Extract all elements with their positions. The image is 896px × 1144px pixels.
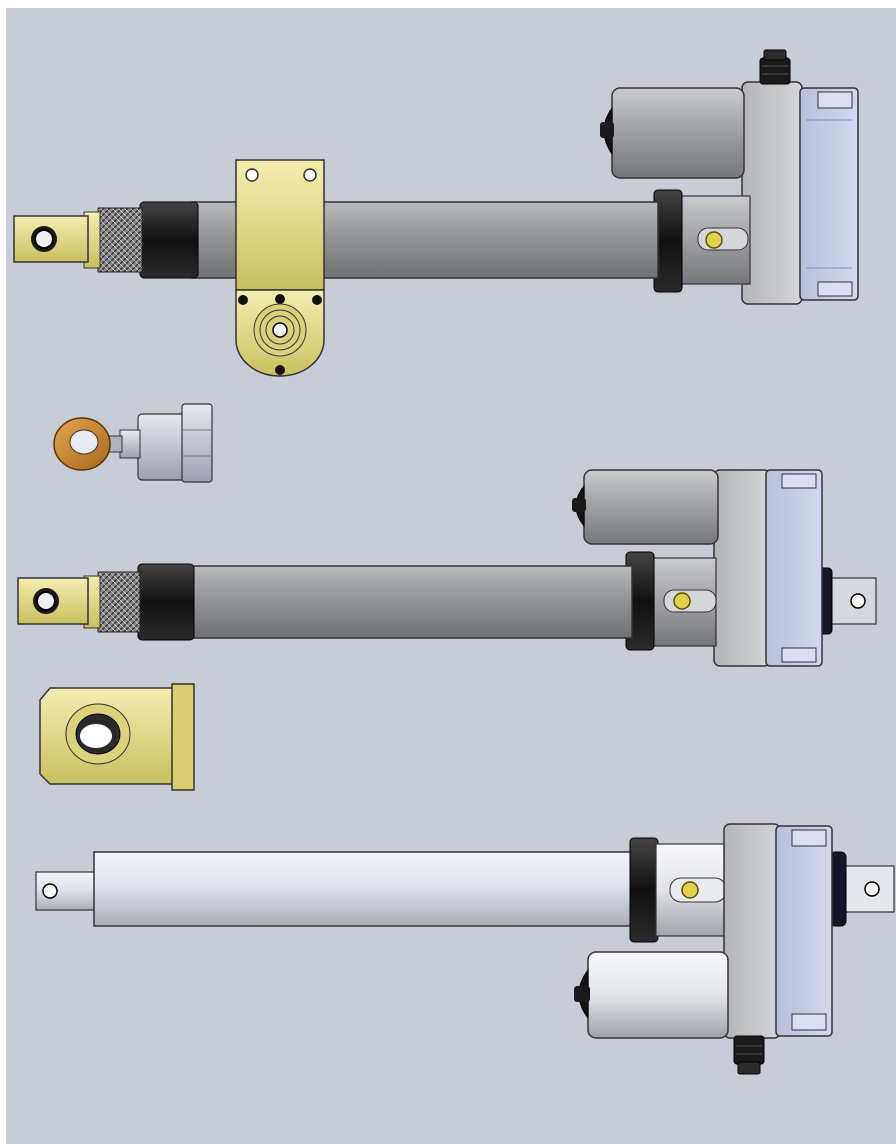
gearbox-cover <box>765 469 823 667</box>
pivot-bolt <box>681 881 699 899</box>
bellows <box>97 571 141 633</box>
mounting-bracket <box>235 159 325 377</box>
pivot-bolt <box>673 592 691 610</box>
actuator-extended-silver <box>35 823 895 1075</box>
motor-can <box>611 87 745 179</box>
motor-can <box>583 469 719 545</box>
gearbox-housing <box>723 823 781 1039</box>
gearbox-housing <box>741 81 803 305</box>
pivot-bolt <box>705 231 723 249</box>
outer-tube <box>187 565 633 639</box>
outer-tube <box>93 851 641 927</box>
gearbox-cover <box>775 825 833 1037</box>
gearbox-cover <box>799 87 859 301</box>
clevis-block-fitting <box>39 683 195 791</box>
rod-boot <box>137 563 195 641</box>
bellows <box>97 207 143 273</box>
front-boot-ring <box>629 837 659 943</box>
actuator-with-rear-clevis <box>17 469 877 667</box>
rod-end-eye-fitting <box>53 403 213 483</box>
cable-gland <box>733 1035 765 1075</box>
motor-can <box>587 951 729 1039</box>
rod-boot <box>139 201 199 279</box>
cable-gland <box>759 49 791 85</box>
actuator-with-mounting-bracket <box>13 49 859 377</box>
gearbox-housing <box>713 469 771 667</box>
